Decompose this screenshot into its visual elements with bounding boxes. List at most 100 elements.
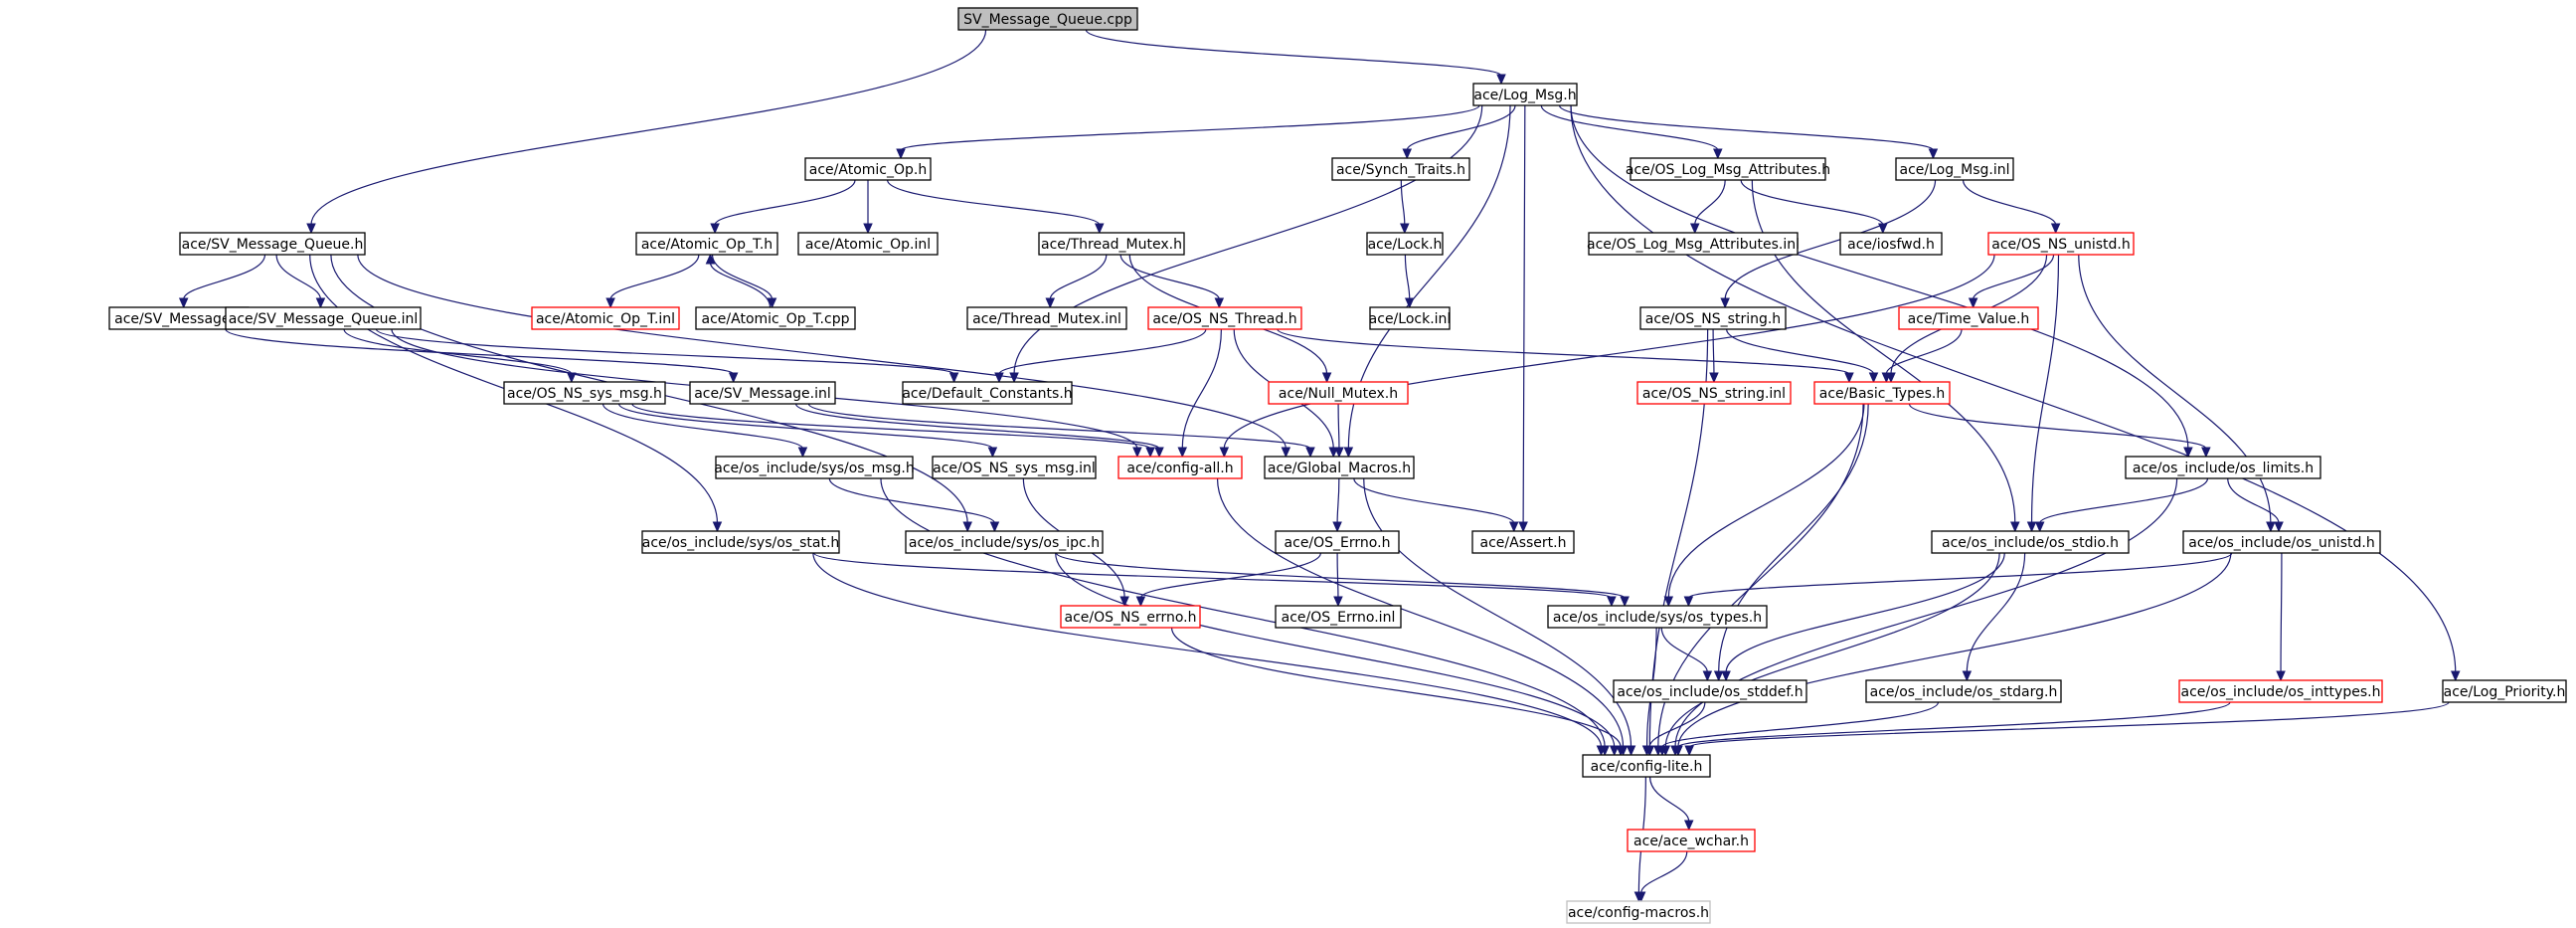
edge-line (1640, 850, 1688, 894)
edge-line (1406, 104, 1516, 151)
node-osnsunistd[interactable]: ace/OS_NS_unistd.h (1987, 232, 2135, 256)
node-configall[interactable]: ace/config-all.h (1117, 456, 1243, 479)
node-acewchar[interactable]: ace/ace_wchar.h (1627, 829, 1756, 852)
node-osmsg[interactable]: ace/os_include/sys/os_msg.h (714, 456, 915, 479)
edge-arrowhead (1607, 596, 1617, 608)
edge-line (900, 104, 1480, 151)
node-box (689, 381, 836, 405)
node-box (1471, 530, 1575, 554)
node-configlite[interactable]: ace/config-lite.h (1582, 754, 1711, 778)
node-atomicoptcpp[interactable]: ace/Atomic_Op_T.cpp (695, 306, 856, 330)
edge-configlite-to-acewchar (1649, 776, 1694, 832)
edge-line (1570, 104, 2457, 673)
edge-osinttypes-to-configlite (1673, 701, 2231, 757)
edge-arrowhead (1720, 297, 1730, 309)
node-osipc[interactable]: ace/os_include/sys/os_ipc.h (905, 530, 1104, 554)
node-svmessage[interactable]: ace/SV_Message.h (108, 306, 250, 330)
node-svmessageinl[interactable]: ace/SV_Message.inl (689, 381, 836, 405)
node-basictypes[interactable]: ace/Basic_Types.h (1813, 381, 1951, 405)
node-threadmutexinl[interactable]: ace/Thread_Mutex.inl (966, 306, 1127, 330)
node-oslimits[interactable]: ace/os_include/os_limits.h (2125, 456, 2321, 479)
edge-logmsg-to-logmsginl (1558, 104, 1939, 160)
edge-logmsg-to-oslimits (1570, 104, 2193, 459)
node-label: ace/Atomic_Op.h (809, 162, 927, 178)
node-defaultconst[interactable]: ace/Default_Constants.h (902, 381, 1073, 405)
node-osstddef[interactable]: ace/os_include/os_stddef.h (1613, 679, 1807, 703)
node-ostypes[interactable]: ace/os_include/sys/os_types.h (1547, 605, 1768, 629)
node-lock[interactable]: ace/Lock.h (1366, 232, 1444, 256)
edge-line (1724, 179, 1937, 300)
node-label: ace/SV_Message_Queue.h (182, 237, 364, 253)
node-box (1895, 157, 2014, 181)
node-synchtraits[interactable]: ace/Synch_Traits.h (1331, 157, 1470, 181)
node-osnsstringinl[interactable]: ace/OS_NS_string.inl (1636, 381, 1792, 405)
node-configmacros[interactable]: ace/config-macros.h (1566, 900, 1711, 924)
edge-line (2030, 254, 2060, 524)
node-logmsginl[interactable]: ace/Log_Msg.inl (1895, 157, 2014, 181)
node-svmqh[interactable]: ace/SV_Message_Queue.h (179, 232, 366, 256)
edge-line (795, 403, 1160, 450)
edge-atomicop-to-atomicopth (710, 179, 856, 235)
edge-osstdarg-to-configlite (1657, 701, 1940, 757)
node-osinttypes[interactable]: ace/os_include/os_inttypes.h (2178, 679, 2383, 703)
edge-line (2280, 552, 2283, 673)
node-box (1987, 232, 2135, 256)
edge-line (1336, 552, 1339, 599)
node-label: SV_Message_Queue.cpp (963, 12, 1132, 28)
node-assert[interactable]: ace/Assert.h (1471, 530, 1575, 554)
node-osnssysmsginl[interactable]: ace/OS_NS_sys_msg.inl (932, 456, 1097, 479)
edge-basictypes-to-osstddef (1713, 403, 1869, 682)
edge-arrowhead (1620, 596, 1630, 608)
node-atomicopth[interactable]: ace/Atomic_Op_T.h (635, 232, 778, 256)
node-logmsg[interactable]: ace/Log_Msg.h (1472, 83, 1578, 106)
node-osnsstring[interactable]: ace/OS_NS_string.h (1639, 306, 1787, 330)
edge-line (1718, 403, 1869, 673)
node-box (957, 7, 1138, 31)
node-label: ace/config-lite.h (1591, 759, 1703, 775)
node-box (966, 306, 1127, 330)
edge-line (1119, 254, 1220, 300)
edge-arrowhead (1683, 596, 1694, 608)
node-osstat[interactable]: ace/os_include/sys/os_stat.h (641, 530, 840, 554)
node-nullmutex[interactable]: ace/Null_Mutex.h (1268, 381, 1409, 405)
node-timevalue[interactable]: ace/Time_Value.h (1898, 306, 2039, 330)
node-lockinl[interactable]: ace/Lock.inl (1369, 306, 1452, 330)
edge-osnserrno-to-configlite (1170, 627, 1626, 757)
node-box (1636, 381, 1792, 405)
node-svmqinl[interactable]: ace/SV_Message_Queue.inl (225, 306, 422, 330)
edge-arrowhead (712, 521, 723, 533)
node-iosfwd[interactable]: ace/iosfwd.h (1839, 232, 1943, 256)
node-oserrno[interactable]: ace/OS_Errno.h (1275, 530, 1400, 554)
node-threadmutex[interactable]: ace/Thread_Mutex.h (1038, 232, 1185, 256)
edge-arrowhead (1177, 447, 1188, 459)
node-osnsthread[interactable]: ace/OS_NS_Thread.h (1147, 306, 1302, 330)
edge-atomicopth-to-atomicoptinl (605, 254, 700, 309)
node-osnssysmsg[interactable]: ace/OS_NS_sys_msg.h (503, 381, 666, 405)
node-box (1275, 530, 1400, 554)
edge-arrowhead (994, 372, 1004, 384)
node-oslogmsgattr[interactable]: ace/OS_Log_Msg_Attributes.h (1626, 157, 1830, 181)
node-logpriority[interactable]: ace/Log_Priority.h (2442, 679, 2567, 703)
node-label: ace/os_include/os_inttypes.h (2181, 684, 2381, 700)
node-globalmacros[interactable]: ace/Global_Macros.h (1264, 456, 1415, 479)
edge-arrowhead (2276, 670, 2286, 682)
node-label: ace/os_include/os_stddef.h (1617, 684, 1803, 700)
node-oserrnoinl[interactable]: ace/OS_Errno.inl (1275, 605, 1402, 629)
node-osstdio[interactable]: ace/os_include/os_stdio.h (1931, 530, 2130, 554)
edge-osstdio-to-osstddef (1721, 552, 2005, 682)
edge-svmqinl-to-osnssysmsg (343, 328, 577, 384)
edge-oserrno-to-oserrnoinl (1333, 552, 1343, 608)
node-atomicop[interactable]: ace/Atomic_Op.h (804, 157, 932, 181)
node-label: ace/config-macros.h (1568, 905, 1709, 921)
node-svmqcpp: SV_Message_Queue.cpp (957, 7, 1138, 31)
node-oslogmsgattrinl[interactable]: ace/OS_Log_Msg_Attributes.inl (1587, 232, 1800, 256)
node-atomicoptinl[interactable]: ace/Atomic_Op_T.inl (531, 306, 680, 330)
edge-arrowhead (1305, 447, 1315, 459)
node-osnserrno[interactable]: ace/OS_NS_errno.h (1060, 605, 1201, 629)
node-osstdarg[interactable]: ace/os_include/os_stdarg.h (1865, 679, 2062, 703)
edge-logmsg-to-oslogmsgattr (1540, 104, 1723, 160)
node-osunistd[interactable]: ace/os_include/os_unistd.h (2182, 530, 2381, 554)
edge-line (375, 328, 955, 375)
node-atomicopinl[interactable]: ace/Atomic_Op.inl (797, 232, 939, 256)
node-label: ace/ace_wchar.h (1633, 834, 1749, 849)
